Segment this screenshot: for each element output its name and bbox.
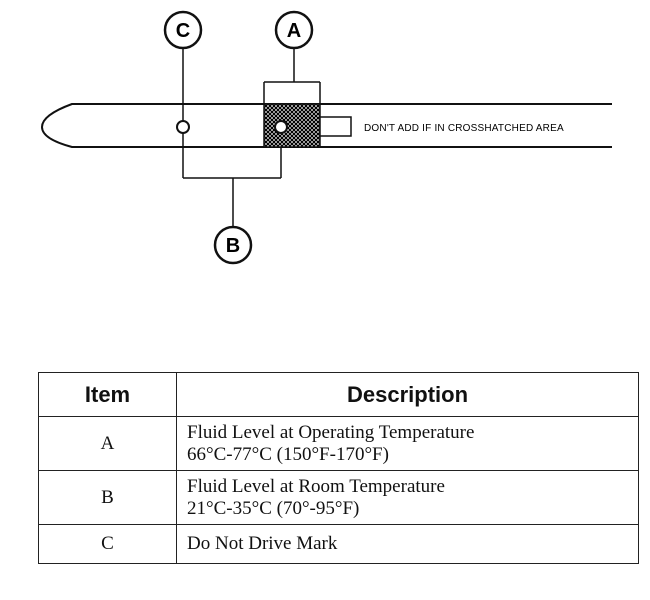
dipstick-blade — [40, 103, 612, 148]
description-line: Do Not Drive Mark — [187, 533, 338, 554]
callout-a: A — [274, 10, 314, 50]
table-row: B Fluid Level at Room Temperature 21°C-3… — [38, 470, 639, 525]
description-line: Fluid Level at Room Temperature — [187, 476, 445, 497]
table-row: A Fluid Level at Operating Temperature 6… — [38, 416, 639, 471]
header-description: Description — [176, 372, 639, 417]
blade-tab — [319, 116, 352, 137]
header-item: Item — [38, 372, 177, 417]
callout-b-bracket — [182, 133, 282, 227]
legend-header-row: Item Description — [38, 372, 639, 417]
callout-c: C — [163, 10, 203, 50]
svg-text:A: A — [287, 20, 301, 42]
item-cell: A — [38, 416, 177, 471]
svg-text:B: B — [226, 235, 240, 257]
hot-level-hole — [274, 120, 288, 134]
callout-a-bracket — [263, 48, 321, 104]
description-line: Fluid Level at Operating Temperature — [187, 422, 475, 443]
legend-table: Item Description A Fluid Level at Operat… — [38, 372, 639, 564]
item-cell: C — [38, 524, 177, 564]
table-row: C Do Not Drive Mark — [38, 524, 639, 564]
description-cell: Fluid Level at Room Temperature 21°C-35°… — [176, 470, 639, 525]
description-line: 21°C-35°C (70°-95°F) — [187, 498, 360, 519]
dipstick-note: DON'T ADD IF IN CROSSHATCHED AREA — [364, 123, 564, 134]
description-cell: Do Not Drive Mark — [176, 524, 639, 564]
crosshatched-area — [263, 103, 321, 148]
svg-text:C: C — [176, 20, 190, 42]
callout-b: B — [213, 225, 253, 265]
do-not-drive-hole — [176, 120, 190, 134]
item-cell: B — [38, 470, 177, 525]
dipstick-diagram: DON'T ADD IF IN CROSSHATCHED AREA A C B — [40, 10, 612, 265]
description-line: 66°C-77°C (150°F-170°F) — [187, 444, 389, 465]
description-cell: Fluid Level at Operating Temperature 66°… — [176, 416, 639, 471]
